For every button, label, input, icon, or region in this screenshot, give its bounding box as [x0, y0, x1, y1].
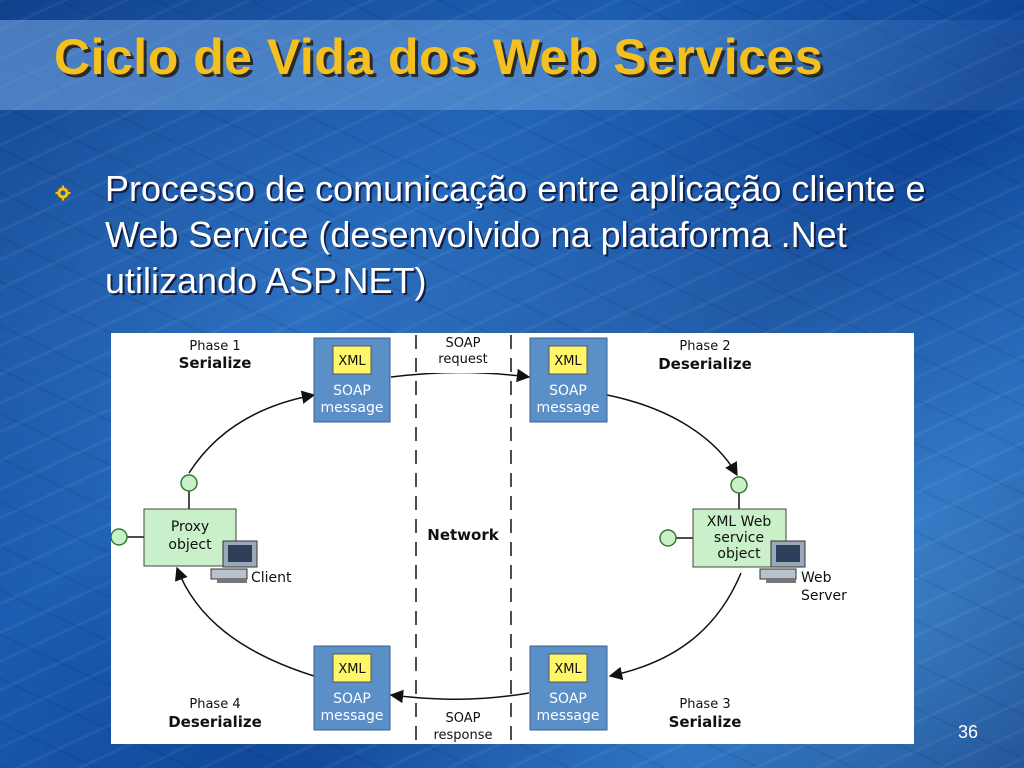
arrow-soap-response	[389, 689, 530, 704]
web-service-object-box: XML Web service object	[659, 476, 787, 568]
web-service-label-line2: service	[714, 530, 764, 546]
xml-label: XML	[338, 354, 366, 369]
soap-label: SOAP	[333, 383, 371, 399]
soap-message-box-1: XML SOAP message	[313, 337, 391, 423]
message-label: message	[537, 400, 600, 416]
web-service-label-line1: XML Web	[707, 514, 772, 530]
slide-title: Ciclo de Vida dos Web Services	[54, 29, 824, 85]
soap-message-box-2: XML SOAP message	[529, 337, 608, 423]
soap-request-line1: SOAP	[446, 336, 481, 351]
xml-label: XML	[338, 662, 366, 677]
message-label: message	[321, 708, 384, 724]
phase1-name: Serialize	[179, 354, 252, 372]
phase2-name: Deserialize	[658, 355, 752, 373]
soap-label: SOAP	[549, 383, 587, 399]
server-label-line1: Web	[801, 570, 832, 586]
soap-message-box-4: XML SOAP message	[313, 645, 391, 731]
proxy-label-line1: Proxy	[171, 519, 209, 535]
bullet-text: Processo de comunicação entre aplicação …	[105, 168, 926, 301]
title-band	[0, 20, 1024, 110]
arrow-msg2-to-server	[606, 394, 738, 477]
xml-label: XML	[554, 354, 582, 369]
phase4-name: Deserialize	[168, 713, 262, 731]
soap-label: SOAP	[549, 691, 587, 707]
server-label-line2: Server	[801, 588, 847, 604]
web-service-label-line3: object	[717, 546, 761, 562]
web-service-lifecycle-diagram: Phase 1 Serialize Phase 2 Deserialize Ph…	[111, 333, 914, 744]
bullet-gear-icon	[55, 185, 71, 201]
soap-response-line2: response	[433, 728, 492, 743]
soap-label: SOAP	[333, 691, 371, 707]
server-computer-icon	[759, 540, 806, 583]
proxy-label-line2: object	[168, 537, 212, 553]
phase3-number: Phase 3	[679, 697, 730, 712]
xml-label: XML	[554, 662, 582, 677]
message-label: message	[537, 708, 600, 724]
phase3-name: Serialize	[669, 713, 742, 731]
client-computer-icon	[210, 540, 258, 583]
slide-number: 36	[958, 722, 979, 742]
arrow-server-to-msg3	[608, 572, 742, 681]
network-label: Network	[427, 526, 499, 544]
proxy-object-box: Proxy object	[111, 474, 237, 567]
arrow-soap-request	[390, 368, 531, 383]
phase4-number: Phase 4	[189, 697, 240, 712]
soap-response-line1: SOAP	[446, 711, 481, 726]
soap-request-line2: request	[438, 352, 487, 367]
client-label: Client	[251, 570, 292, 586]
soap-message-box-3: XML SOAP message	[529, 645, 608, 731]
arrow-client-to-msg1	[188, 390, 316, 474]
arrow-msg4-to-client	[175, 566, 315, 677]
phase2-number: Phase 2	[679, 339, 730, 354]
phase1-number: Phase 1	[189, 339, 240, 354]
message-label: message	[321, 400, 384, 416]
